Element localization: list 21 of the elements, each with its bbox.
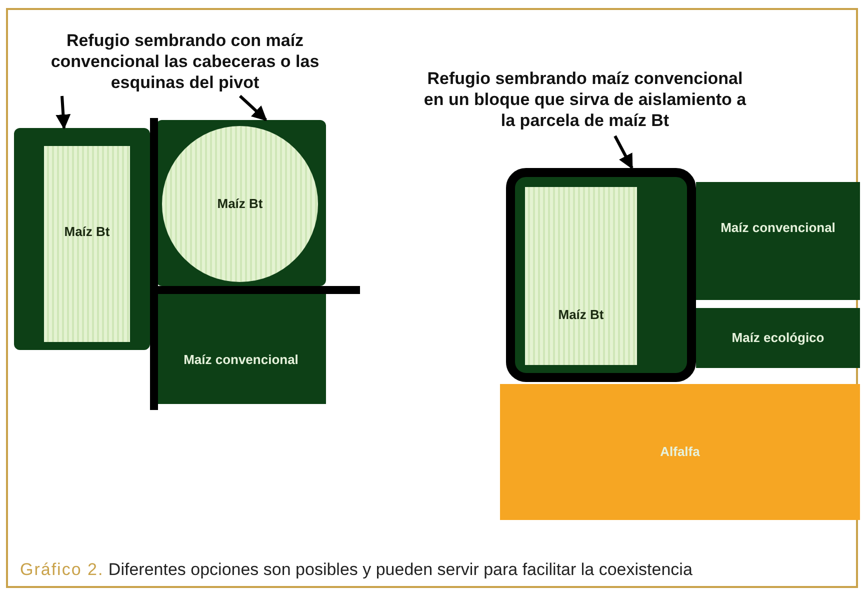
plot-label: Maíz Bt bbox=[63, 224, 111, 239]
refuge-area bbox=[14, 128, 150, 350]
field-plot bbox=[500, 384, 860, 520]
plot-label: Alfalfa bbox=[659, 444, 701, 459]
plot-label: Maíz Bt bbox=[557, 307, 605, 322]
leader-line bbox=[614, 135, 634, 170]
leader-line bbox=[238, 94, 268, 122]
field-plot bbox=[156, 294, 326, 404]
field-plot bbox=[525, 187, 637, 365]
field-plot bbox=[44, 146, 130, 342]
caption: Gráfico 2. Diferentes opciones son posibles y pueden servir para facilitar la coexistencia bbox=[20, 560, 692, 580]
plot-label: Maíz Bt bbox=[216, 196, 264, 211]
plot-label: Maíz convencional bbox=[182, 352, 300, 367]
plot-label: Maíz convencional bbox=[720, 220, 836, 235]
plot-label: Maíz ecológico bbox=[730, 330, 826, 345]
leader-line bbox=[56, 96, 71, 130]
callout-text: Refugio sembrando con maíz convencional las cabeceras o las esquinas del pivot bbox=[20, 30, 350, 100]
field-plot bbox=[696, 308, 860, 368]
field-plot bbox=[696, 182, 860, 300]
refuge-area bbox=[506, 168, 696, 382]
callout-text: Refugio sembrando maíz convencional en un bloque que sirva de aislamiento a la parcela de maíz Bt bbox=[420, 68, 750, 140]
